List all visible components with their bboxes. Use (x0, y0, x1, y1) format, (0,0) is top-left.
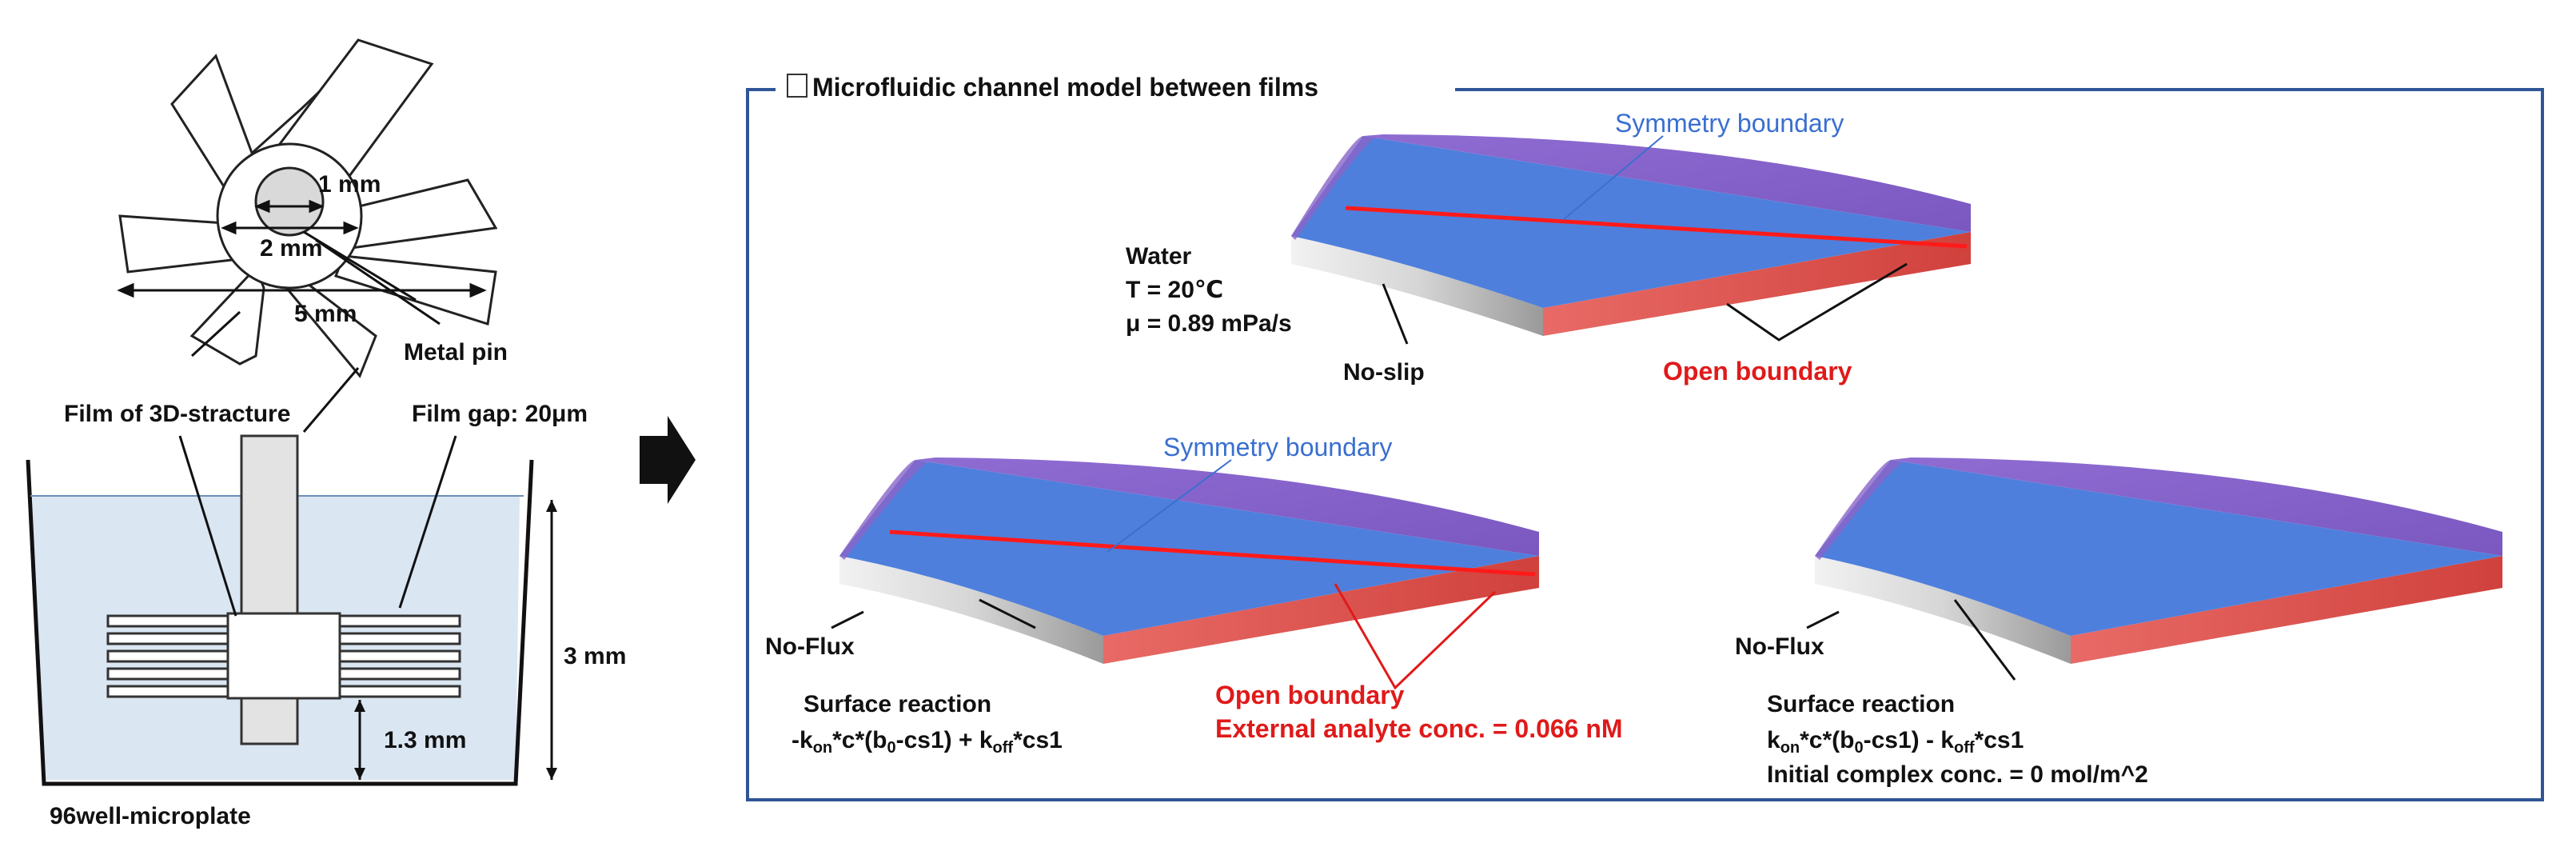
water-label: Water (1126, 243, 1192, 270)
top-red-line (1345, 206, 1968, 249)
bottom-right-slab (1815, 457, 2502, 664)
bl-surface-label: Surface reaction (804, 691, 991, 717)
model-title: Microfluidic channel model between films (812, 73, 1318, 102)
film-3d-label: Film of 3D-stracture (64, 401, 290, 427)
film-arms-right (338, 614, 461, 698)
bl-equation: -kon*c*(b0-cs1) + koff*cs1 (792, 727, 1063, 757)
br-noflux-leader (1806, 610, 1840, 629)
mid-diameter-label: 2 mm (260, 235, 322, 262)
plate-label: 96well-microplate (50, 803, 251, 829)
no-slip-label: No-slip (1343, 359, 1425, 386)
fan-blade (277, 278, 377, 378)
br-equation: kon*c*(b0-cs1) - koff*cs1 (1767, 727, 2024, 757)
top-open-label: Open boundary (1663, 357, 1852, 386)
bl-noflux-leader (831, 610, 864, 629)
outer-diameter-label: 5 mm (294, 301, 357, 327)
bl-sym-leader (1107, 459, 1232, 553)
well-height-label: 3 mm (564, 643, 626, 669)
film-gap-label: Film gap: 20μm (412, 401, 588, 427)
right-arrow-icon (640, 416, 696, 504)
bl-external-label: External analyte conc. = 0.066 nM (1215, 714, 1623, 743)
film-stack-center (226, 612, 341, 700)
top-open-leader (1726, 262, 1908, 342)
br-no-flux-label: No-Flux (1735, 633, 1824, 660)
pin-height-label: 1.3 mm (384, 727, 466, 753)
fan-top-view (118, 38, 498, 378)
bl-surface-leader (979, 598, 1036, 629)
no-slip-leader (1382, 283, 1409, 345)
model-frame (746, 74, 2544, 801)
well-wall (26, 459, 534, 786)
fan-blade (189, 266, 265, 366)
top-symmetry-label: Symmetry boundary (1615, 109, 1844, 138)
bl-no-flux-label: No-Flux (765, 633, 855, 660)
bl-red-line (889, 529, 1536, 577)
bl-symmetry-label: Symmetry boundary (1163, 433, 1392, 461)
br-surface-label: Surface reaction (1767, 691, 1955, 717)
bl-open-label: Open boundary (1215, 681, 1405, 709)
bl-open-leader (1334, 583, 1497, 690)
film-arms-left (106, 614, 229, 698)
br-initial-label: Initial complex conc. = 0 mol/m^2 (1767, 761, 2148, 788)
metal-pin-label: Metal pin (404, 339, 508, 366)
inner-diameter-label: 1 mm (318, 171, 381, 198)
temp-label: T = 20℃ (1126, 277, 1223, 303)
viscosity-label: μ = 0.89 mPa/s (1126, 310, 1292, 337)
title-checkbox-icon (787, 74, 807, 98)
well-cross-section (26, 367, 557, 786)
top-slab (1291, 134, 1971, 336)
top-sym-leader (1562, 135, 1664, 221)
br-surface-leader (1953, 599, 2016, 681)
dimension-lines (117, 199, 487, 358)
bottom-left-slab (839, 457, 1539, 664)
pin-inner-circle (254, 166, 325, 237)
